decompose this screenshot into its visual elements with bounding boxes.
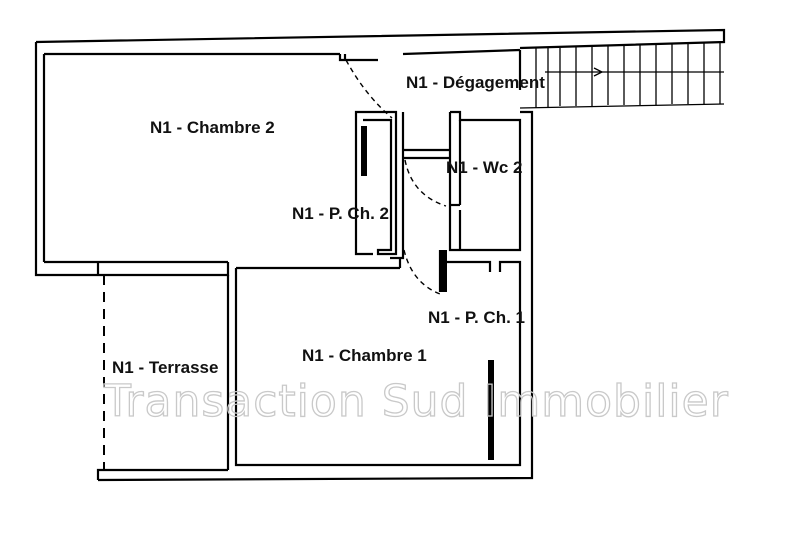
- outer-walls: [34, 28, 726, 482]
- chambre2-walls: [338, 54, 405, 260]
- label-wc-2: N1 - Wc 2: [446, 158, 523, 177]
- label-chambre-2: N1 - Chambre 2: [150, 118, 275, 137]
- label-p-ch-1: N1 - P. Ch. 1: [428, 308, 525, 327]
- wc-walls: [403, 110, 534, 252]
- watermark-text: Transaction Sud Immobilier: [103, 376, 729, 427]
- door-swings: [345, 59, 447, 295]
- label-chambre-1: N1 - Chambre 1: [302, 346, 427, 365]
- label-degagement: N1 - Dégagement: [406, 73, 545, 92]
- staircase: [519, 42, 725, 109]
- label-terrasse: N1 - Terrasse: [112, 358, 218, 377]
- label-p-ch-2: N1 - P. Ch. 2: [292, 204, 389, 223]
- chambre1-walls: [226, 250, 522, 470]
